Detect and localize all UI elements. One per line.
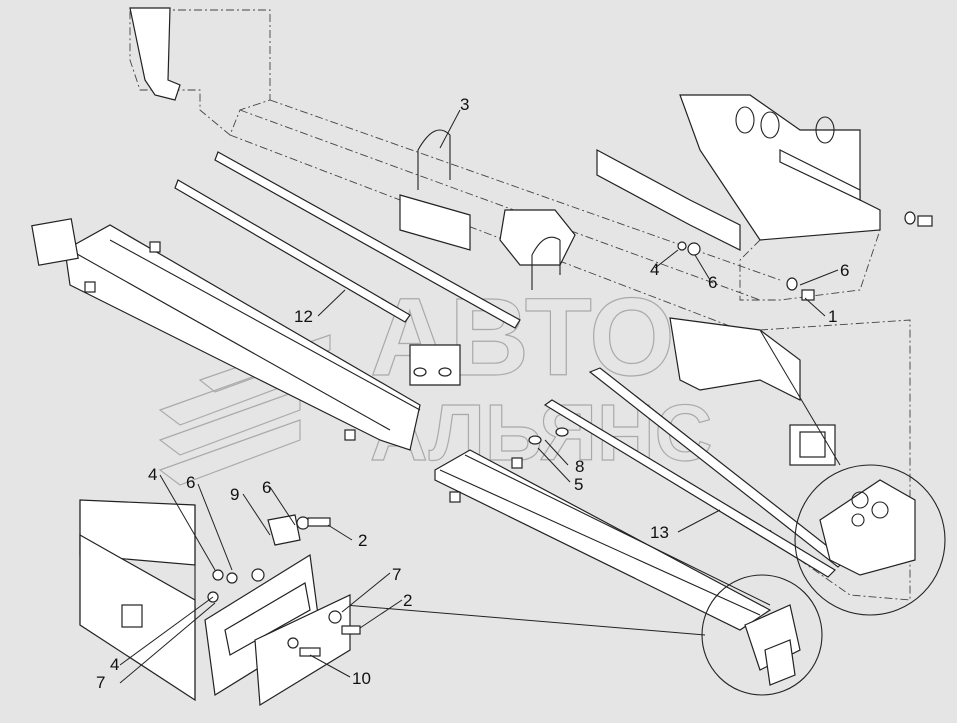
callout-7: 7 bbox=[392, 565, 401, 584]
long-channel-right bbox=[434, 449, 772, 631]
short-bracket-top-right bbox=[596, 148, 861, 251]
callout-6: 6 bbox=[840, 261, 849, 280]
callout-12: 12 bbox=[294, 307, 313, 326]
bottom-left-assembly bbox=[79, 499, 361, 707]
callout-8: 8 bbox=[575, 457, 584, 476]
callout-1: 1 bbox=[828, 307, 837, 326]
callout-6: 6 bbox=[708, 273, 717, 292]
leader-lines bbox=[119, 109, 839, 684]
callout-7: 7 bbox=[96, 673, 105, 692]
callouts: 3 4 6 6 1 12 8 5 13 4 6 9 6 2 7 2 4 7 10 bbox=[96, 95, 849, 692]
callout-13: 13 bbox=[650, 523, 669, 542]
callout-2: 2 bbox=[403, 591, 412, 610]
central-mount bbox=[399, 129, 576, 445]
callout-10: 10 bbox=[352, 669, 371, 688]
callout-6: 6 bbox=[262, 478, 271, 497]
callout-4: 4 bbox=[110, 655, 119, 674]
callout-3: 3 bbox=[460, 95, 469, 114]
long-bars-upper bbox=[174, 151, 521, 329]
callout-9: 9 bbox=[230, 485, 239, 504]
callout-5: 5 bbox=[574, 475, 583, 494]
long-channel-left bbox=[31, 218, 421, 451]
detail-circle-bottom bbox=[344, 574, 823, 696]
lower-frame-outline bbox=[669, 317, 911, 601]
upper-frame-outline bbox=[129, 7, 881, 331]
callout-2: 2 bbox=[358, 531, 367, 550]
watermark-line2: АЛЬЯНС bbox=[370, 388, 712, 477]
callout-4: 4 bbox=[650, 260, 659, 279]
callout-6: 6 bbox=[186, 473, 195, 492]
hardware-top-right bbox=[677, 211, 933, 301]
callout-4: 4 bbox=[148, 465, 157, 484]
detail-circle-right bbox=[759, 329, 946, 616]
